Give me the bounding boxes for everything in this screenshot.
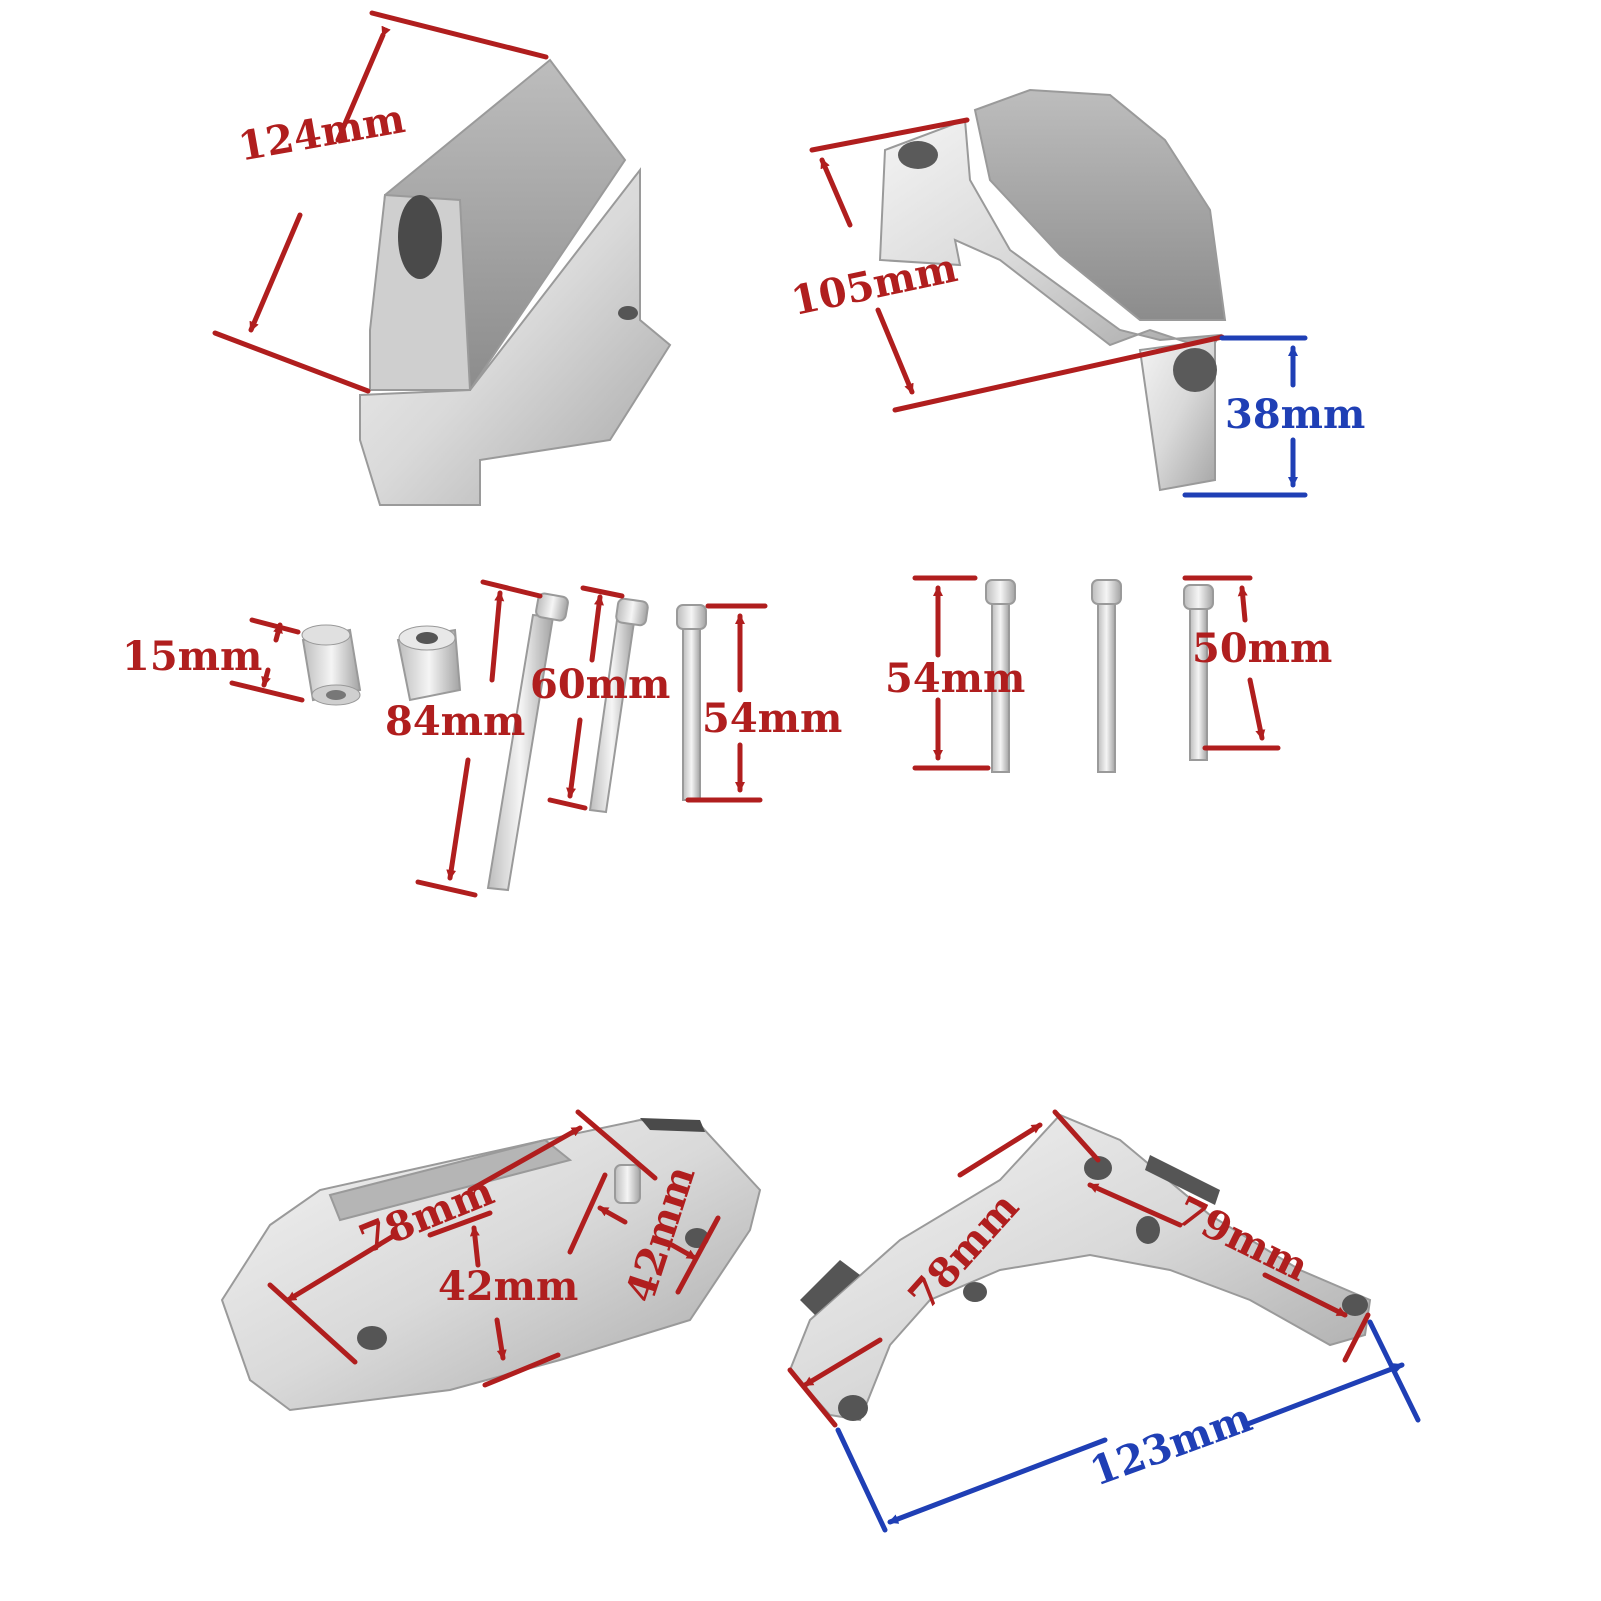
bolt-54-right xyxy=(985,579,1016,773)
mount-bracket-left: 78mm 42mm 42mm xyxy=(220,1109,762,1412)
bolt-84-label: 84mm xyxy=(385,698,525,745)
bolt-54-right-label: 54mm xyxy=(885,655,1025,702)
bolt-50-label: 50mm xyxy=(1192,625,1332,672)
frame-slider-left: 124mm xyxy=(212,10,672,506)
bolt-54-left-label: 54mm xyxy=(702,695,842,742)
slider-right-length-label: 105mm xyxy=(787,244,961,325)
bolt-84 xyxy=(486,592,569,892)
slider-left-length-label: 124mm xyxy=(235,95,409,170)
spacer-1 xyxy=(301,624,362,706)
bracket-left-height-label: 42mm xyxy=(438,1263,578,1310)
hardware-set: 15mm 84mm 60mm 54mm 54mm 50mm xyxy=(122,575,1332,898)
bolt-50 xyxy=(1183,584,1214,761)
mount-bracket-right: 78mm 79mm 123mm xyxy=(787,1109,1421,1533)
frame-slider-right: 105mm 38mm xyxy=(787,88,1365,498)
bolt-plain xyxy=(1091,579,1122,773)
spacer-2 xyxy=(396,625,462,702)
bracket-right-span-label: 123mm xyxy=(1084,1394,1258,1496)
bolt-54-left xyxy=(676,604,707,801)
bolt-60-label: 60mm xyxy=(530,661,670,708)
mount-height-label: 38mm xyxy=(1225,391,1365,438)
bolt-60 xyxy=(588,597,649,814)
spacer-length-label: 15mm xyxy=(122,633,262,680)
